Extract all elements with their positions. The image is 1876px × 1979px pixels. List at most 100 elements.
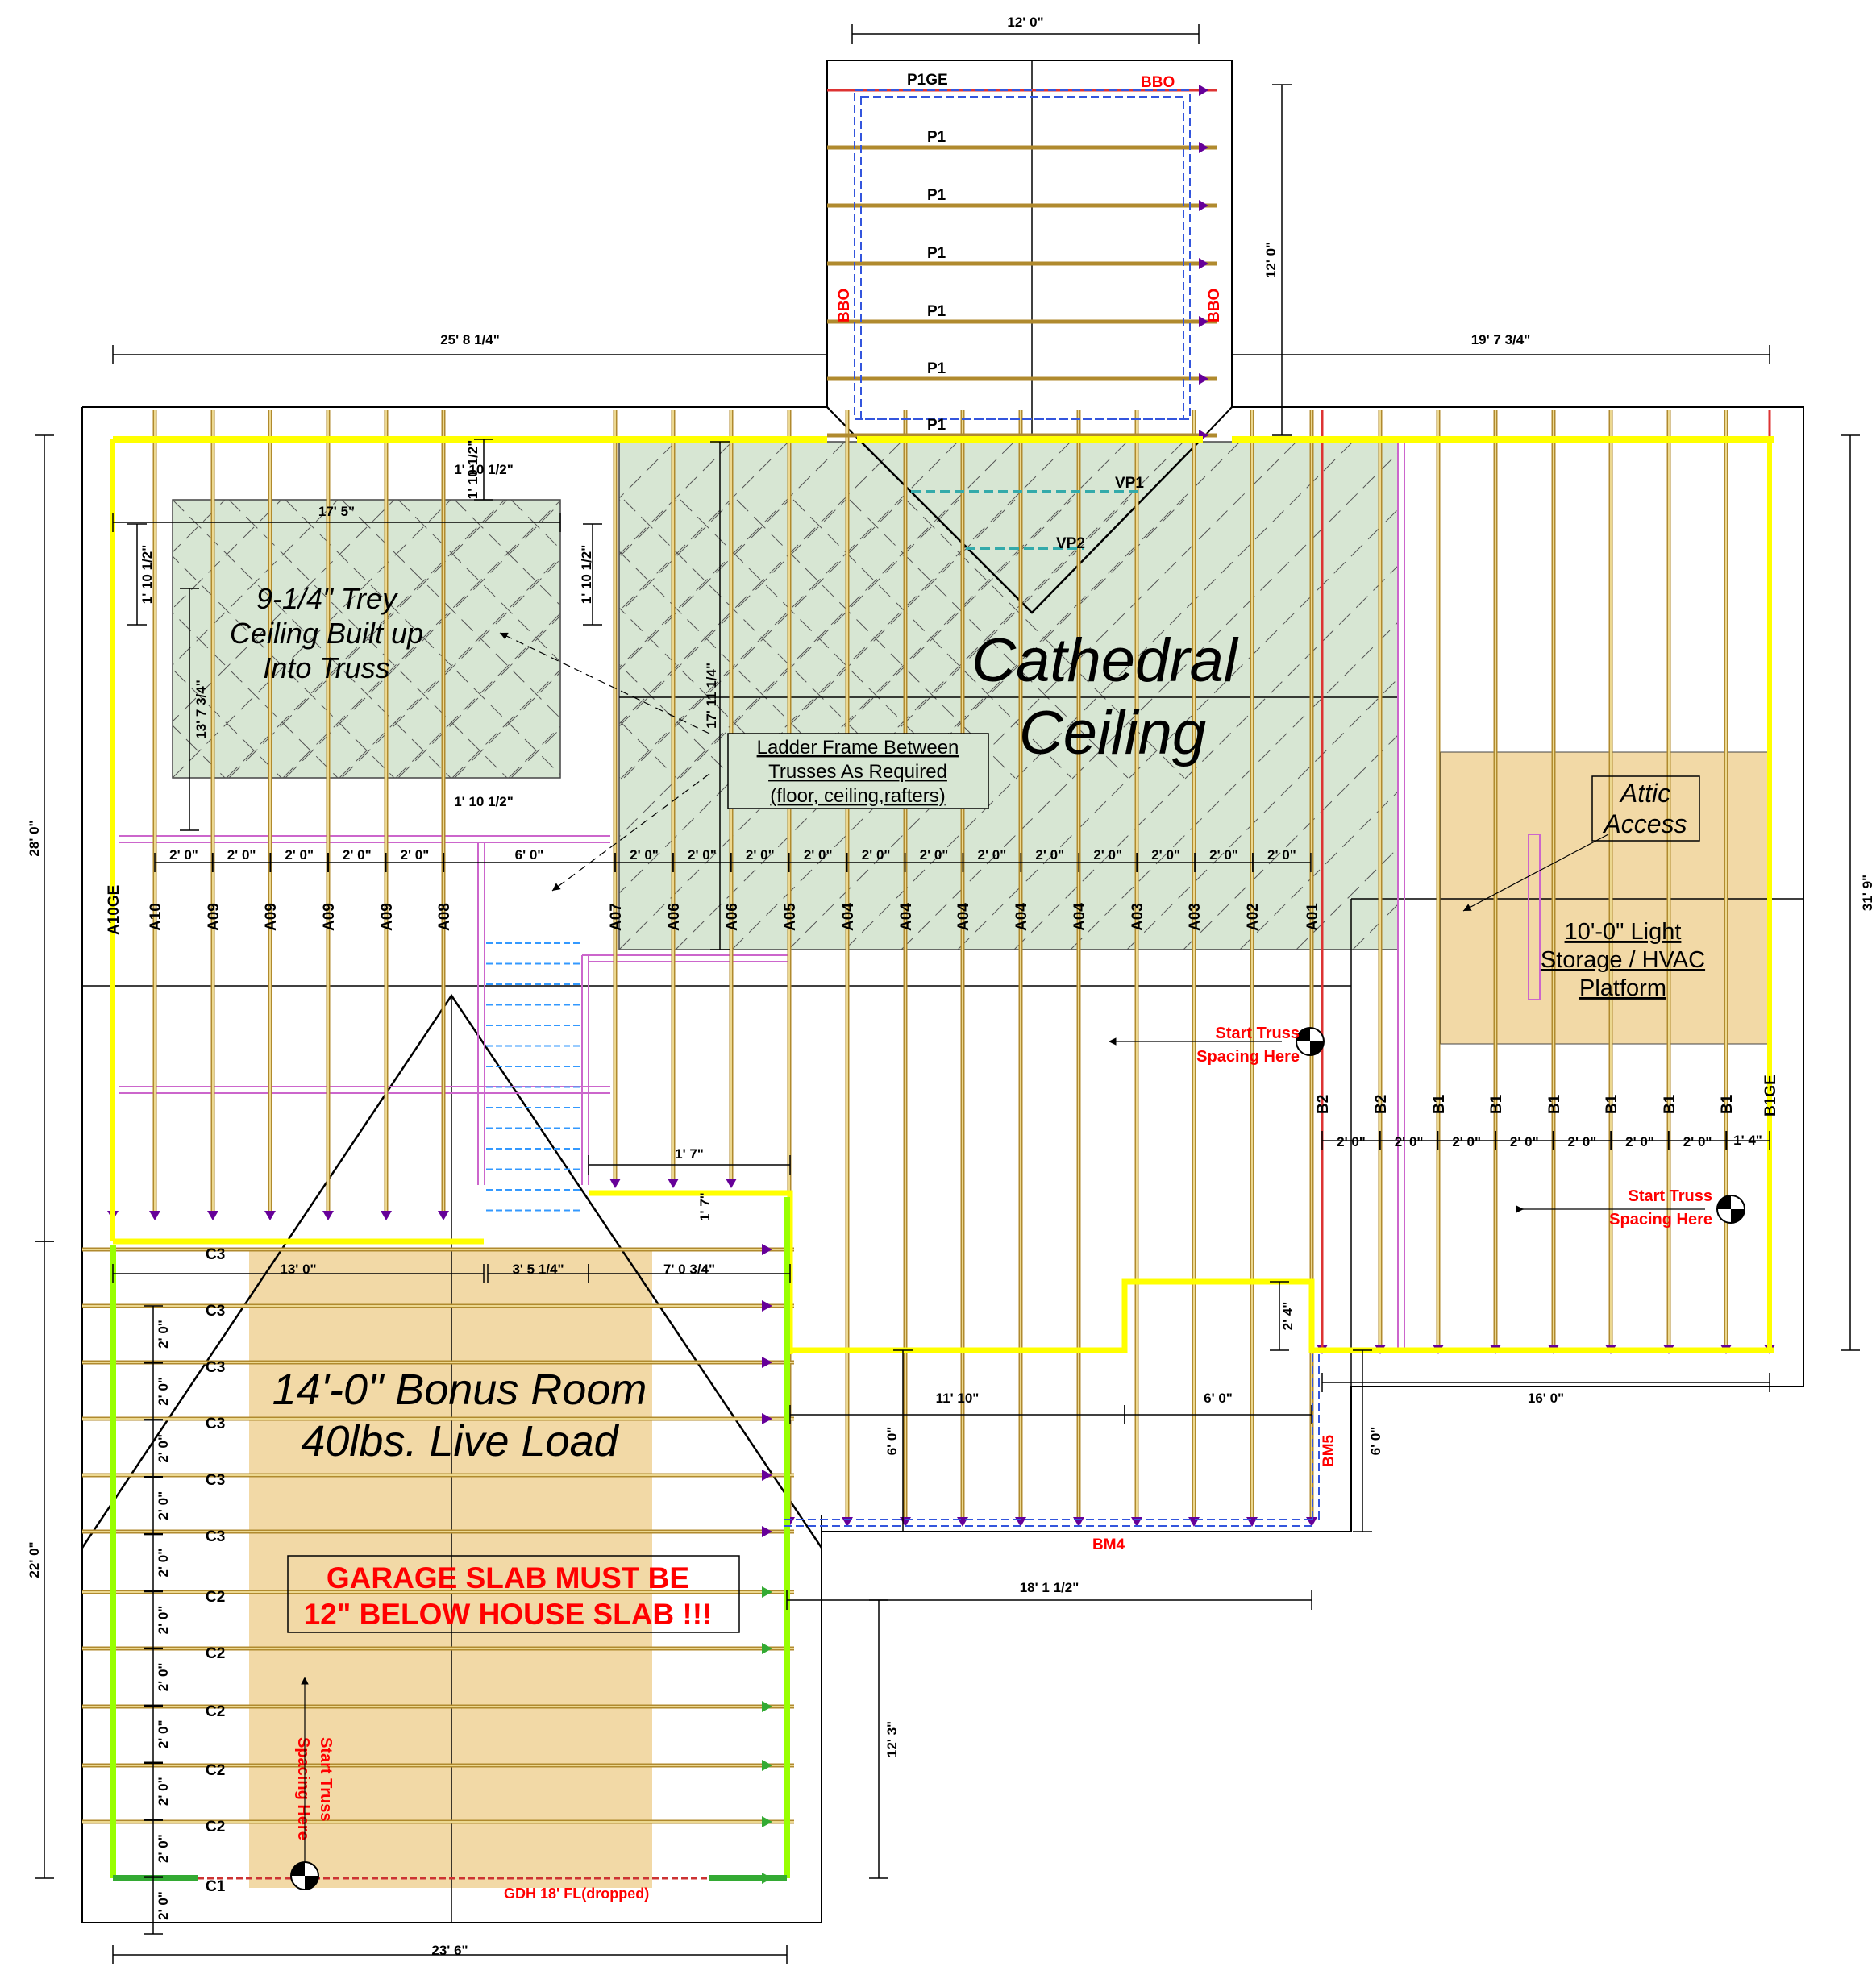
- valley-label-vp1: VP1: [1115, 475, 1144, 492]
- truss-bearing-arrow: [1199, 85, 1208, 96]
- truss-label-a: A09: [379, 903, 396, 931]
- truss-label-a: A08: [436, 903, 453, 931]
- dim-rear-11: 11' 10": [936, 1391, 980, 1406]
- truss-bearing-arrow: [762, 1526, 772, 1537]
- dim-left-upper: 28' 0": [27, 820, 42, 856]
- truss-label-b: B1: [1662, 1094, 1678, 1114]
- truss-label-a: A04: [955, 903, 972, 931]
- truss-label-p: P1: [927, 360, 946, 377]
- start-truss-spacing-a-icon-q2: [1296, 1028, 1310, 1041]
- garage-warning-text: 12" BELOW HOUSE SLAB !!!: [304, 1598, 713, 1631]
- dim-rear-6b: 6' 0": [884, 1427, 900, 1456]
- bonus-room-label: 40lbs. Live Load: [301, 1417, 619, 1466]
- truss-bearing-arrow: [762, 1586, 772, 1598]
- bbo-label-left: BBO: [836, 289, 853, 322]
- bonus-room-label: 14'-0" Bonus Room: [272, 1366, 647, 1414]
- dim-spacing-a-right: 2' 0": [978, 847, 1007, 863]
- trey-ceiling-label: Ceiling Built up: [230, 617, 423, 650]
- truss-bearing-arrow: [762, 1244, 772, 1255]
- dim-spacing-a-right: 2' 0": [746, 847, 775, 863]
- dim-spacing-a-right: 2' 0": [862, 847, 891, 863]
- truss-bearing-arrow: [762, 1413, 772, 1424]
- truss-label-c: C1: [206, 1878, 226, 1895]
- cathedral-ceiling-area: [618, 441, 1399, 950]
- dim-spacing-c: 2' 0": [156, 1777, 171, 1806]
- dim-spacing-b: 2' 0": [1337, 1134, 1366, 1150]
- start-truss-spacing-c: Start Truss: [317, 1737, 335, 1821]
- truss-label-b: B1: [1546, 1094, 1563, 1114]
- truss-label-a: A06: [724, 903, 741, 931]
- dim-spacing-c: 2' 0": [156, 1891, 171, 1920]
- dim-spacing-b: 2' 0": [1452, 1134, 1481, 1150]
- truss-label-a: A10: [148, 903, 164, 931]
- dim-porch-depth: 12' 0": [1263, 242, 1279, 278]
- dim-spacing-a-right: 2' 0": [804, 847, 833, 863]
- start-truss-spacing-b: Spacing Here: [1609, 1211, 1712, 1229]
- storage-platform-label: Storage / HVAC: [1541, 947, 1705, 973]
- dim-trey-bottom-text: 1' 10 1/2": [454, 794, 514, 809]
- truss-label-c: C3: [206, 1416, 225, 1432]
- truss-label-c: C3: [206, 1303, 225, 1320]
- attic-access-box: [1591, 775, 1700, 842]
- truss-label-c: C3: [206, 1359, 225, 1376]
- leader-arrow: [551, 773, 710, 892]
- start-truss-spacing-a: Spacing Here: [1196, 1048, 1300, 1066]
- dim-spacing-c: 2' 0": [156, 1434, 171, 1463]
- truss-label-a: A03: [1187, 903, 1204, 931]
- truss-bearing-arrow: [668, 1179, 679, 1188]
- ladder-frame-note-box: [727, 733, 989, 809]
- dim-spacing-c: 2' 0": [156, 1491, 171, 1520]
- cathedral-ceiling-label: Ceiling: [1019, 699, 1206, 767]
- dim-trey-top: 1' 10 1/2": [465, 440, 480, 500]
- truss-label-c: C2: [206, 1819, 225, 1836]
- truss-label-a: A02: [1245, 903, 1262, 931]
- dim-spacing-b: 2' 0": [1568, 1134, 1597, 1150]
- truss-label-a: A03: [1129, 903, 1146, 931]
- dim-bonus-7: 7' 0 3/4": [663, 1262, 715, 1277]
- start-truss-spacing-b: Start Truss: [1629, 1187, 1712, 1205]
- dim-spacing-c: 2' 0": [156, 1663, 171, 1692]
- truss-label-a: A05: [782, 903, 799, 931]
- truss-bearing-arrow: [726, 1179, 737, 1188]
- dim-garage-12: 12' 3": [884, 1721, 900, 1757]
- truss-bearing-arrow: [762, 1701, 772, 1712]
- dim-garage-width: 23' 6": [431, 1943, 468, 1958]
- dim-rear-6c: 6' 0": [1368, 1427, 1383, 1456]
- bbo-label-top: BBO: [1141, 74, 1175, 91]
- dim-spacing-a-left: 2' 0": [285, 847, 314, 863]
- truss-label-c: C2: [206, 1645, 225, 1662]
- attic-access-label: Access: [1602, 809, 1687, 838]
- truss-label-p: P1: [927, 303, 946, 320]
- truss-bearing-arrow: [762, 1816, 772, 1827]
- bbo-label-right: BBO: [1206, 289, 1223, 322]
- truss-label-c: C3: [206, 1472, 225, 1489]
- dim-spacing-a-right: 2' 0": [688, 847, 717, 863]
- truss-bearing-arrow: [1199, 142, 1208, 153]
- truss-bearing-arrow: [609, 1179, 621, 1188]
- truss-bearing-arrow: [1199, 200, 1208, 211]
- dim-stair-width: 6' 0": [515, 847, 544, 863]
- dim-trey-left: 1' 10 1/2": [139, 545, 155, 605]
- dim-spacing-a-right: 2' 0": [1267, 847, 1296, 863]
- truss-label-a: A04: [1013, 903, 1030, 931]
- attic-access-label: Attic: [1619, 779, 1670, 808]
- start-truss-spacing-c: Spacing Here: [294, 1737, 312, 1840]
- dim-stair-step: 1' 7": [675, 1146, 704, 1162]
- cathedral-ceiling-label: Cathedral: [971, 626, 1239, 695]
- start-truss-spacing-c-icon-q2: [291, 1862, 305, 1876]
- ladder-frame-note: Ladder Frame Between: [757, 737, 959, 759]
- truss-bearing-arrow: [322, 1211, 334, 1220]
- start-truss-spacing-a: Start Truss: [1216, 1025, 1300, 1042]
- truss-label-p: P1: [927, 245, 946, 262]
- truss-label-c: C2: [206, 1703, 225, 1720]
- trey-ceiling-label: 9-1/4" Trey: [256, 582, 398, 615]
- truss-label-p: P1: [927, 187, 946, 204]
- truss-label-a: A07: [608, 903, 625, 931]
- truss-label-p: P1GE: [907, 72, 948, 89]
- dim-left-lower: 22' 0": [27, 1541, 42, 1578]
- dim-trey-top-text: 1' 10 1/2": [454, 462, 514, 477]
- dim-spacing-b: 2' 0": [1395, 1134, 1424, 1150]
- dim-top-left: 25' 8 1/4": [440, 332, 500, 347]
- truss-label-b: B2: [1315, 1095, 1332, 1114]
- dim-bonus-3: 3' 5 1/4": [512, 1262, 564, 1277]
